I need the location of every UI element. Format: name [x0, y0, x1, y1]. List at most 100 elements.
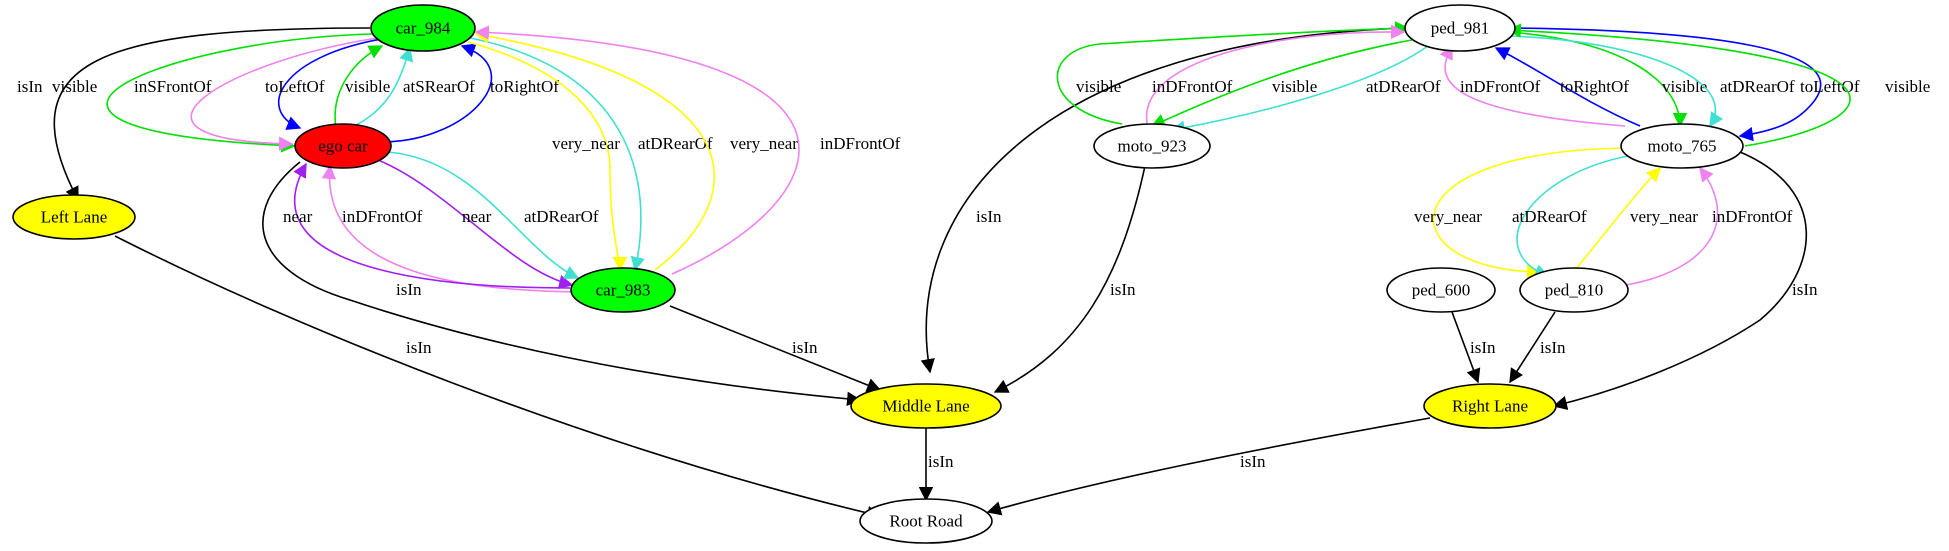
- node-ellipse: [1620, 123, 1744, 169]
- edge-toLeftOf-31: toLeftOf: [1505, 27, 1860, 142]
- node-label: Left Lane: [41, 208, 108, 227]
- edge-near-14: near: [283, 162, 571, 289]
- edge-inDFrontOf-23: inDFrontOf: [1145, 24, 1406, 129]
- edge-line: [387, 151, 580, 279]
- edge-very-near-8: very_near: [467, 41, 628, 272]
- edge-label: inDFrontOf: [342, 207, 423, 226]
- node-ellipse: [1386, 267, 1496, 313]
- edge-label: visible: [1885, 77, 1930, 96]
- edge-label: inDFrontOf: [1152, 77, 1233, 96]
- edge-label: visible: [345, 77, 390, 96]
- edge-label: isIn: [1470, 338, 1496, 357]
- edge-near-12: near: [377, 159, 574, 289]
- edge-inSFrontOf-3: inSFrontOf: [134, 37, 379, 151]
- node-moto-923: moto_923: [1093, 123, 1211, 169]
- node-ellipse: [294, 123, 392, 169]
- edge-isIn-16: isIn: [262, 161, 862, 406]
- node-label: ego car: [318, 137, 368, 156]
- node-ped-810: ped_810: [1519, 267, 1629, 313]
- edge-inDFrontOf-27: inDFrontOf: [1439, 44, 1626, 127]
- edge-label: atSRearOf: [403, 77, 475, 96]
- edge-line: [190, 37, 379, 151]
- edge-inDFrontOf-36: inDFrontOf: [1625, 166, 1793, 286]
- node-middle-lane: Middle Lane: [850, 383, 1002, 429]
- edge-line: [1625, 166, 1719, 286]
- edge-line: [986, 417, 1431, 516]
- edge-line: [1451, 311, 1481, 384]
- edge-line: [293, 162, 571, 289]
- edge-toRightOf-28: toRightOf: [1494, 47, 1641, 127]
- edge-label: isIn: [396, 280, 422, 299]
- node-label: car_983: [596, 281, 651, 300]
- edge-line: [1432, 147, 1631, 280]
- node-label: moto_923: [1118, 137, 1187, 156]
- edge-label: isIn: [1240, 452, 1266, 471]
- edge-atDRearOf-15: atDRearOf: [387, 151, 599, 279]
- edge-line: [1574, 166, 1661, 271]
- edge-label: isIn: [928, 452, 954, 471]
- edge-atDRearOf-34: atDRearOf: [1512, 153, 1641, 279]
- edge-label: inDFrontOf: [1712, 207, 1793, 226]
- edge-isIn-39: isIn: [1509, 311, 1566, 384]
- edge-very-near-33: very_near: [1414, 147, 1631, 280]
- edge-visible-22: visible: [1056, 21, 1410, 125]
- node-ellipse: [859, 498, 993, 544]
- edge-label: visible: [52, 77, 97, 96]
- edge-label: inDFrontOf: [1460, 77, 1541, 96]
- node-ped-981: ped_981: [1404, 4, 1516, 52]
- edge-line: [1170, 45, 1429, 135]
- edges-layer: isIn visible inSFrontOf toLeftOf visible…: [17, 21, 1930, 521]
- node-label: Right Lane: [1452, 397, 1528, 416]
- edge-label: atDRearOf: [1366, 77, 1441, 96]
- edge-visible-2: visible: [52, 33, 373, 153]
- node-label: ped_981: [1431, 19, 1490, 38]
- node-ellipse: [12, 194, 136, 240]
- edge-line: [384, 43, 493, 143]
- edge-line: [1506, 23, 1851, 147]
- edge-inDFrontOf-11: inDFrontOf: [474, 25, 901, 275]
- edge-atDRearOf-30: atDRearOf: [1507, 35, 1795, 128]
- edge-line: [669, 305, 882, 392]
- edge-isIn-17: isIn: [669, 305, 882, 392]
- edge-label: very_near: [730, 134, 798, 153]
- nodes-layer: car_984 ego car car_983 Left Lane Middle…: [12, 4, 1744, 544]
- node-root-road: Root Road: [859, 498, 993, 544]
- edge-isIn-37: isIn: [1552, 151, 1818, 410]
- node-label: ped_600: [1412, 281, 1471, 300]
- edge-line: [1552, 151, 1808, 410]
- edge-label: atDRearOf: [1512, 207, 1587, 226]
- edge-line: [1439, 44, 1626, 127]
- node-ellipse: [850, 383, 1002, 429]
- node-ellipse: [1423, 383, 1557, 429]
- edge-line: [334, 45, 384, 129]
- edge-line: [469, 37, 645, 272]
- edge-isIn-38: isIn: [1451, 311, 1496, 384]
- edge-isIn-26: isIn: [993, 165, 1146, 393]
- edge-label: toLeftOf: [265, 77, 325, 96]
- edge-line: [993, 165, 1146, 393]
- edge-label: isIn: [1540, 338, 1566, 357]
- node-ellipse: [1519, 267, 1629, 313]
- edge-isIn-21: isIn: [920, 27, 1407, 374]
- edge-label: isIn: [17, 77, 43, 96]
- edge-label: isIn: [406, 338, 432, 357]
- edge-very-near-35: very_near: [1574, 166, 1698, 271]
- edge-line: [114, 235, 882, 521]
- edge-visible-24: visible: [1150, 39, 1413, 128]
- edge-label: toLeftOf: [1800, 77, 1860, 96]
- edge-label: very_near: [552, 134, 620, 153]
- edge-very-near-10: very_near: [474, 29, 798, 271]
- edge-toRightOf-7: toRightOf: [384, 43, 559, 143]
- edge-label: very_near: [1630, 207, 1698, 226]
- edge-line: [377, 159, 574, 289]
- edge-line: [1509, 311, 1556, 384]
- edge-label: inSFrontOf: [134, 77, 212, 96]
- edge-line: [1145, 24, 1406, 129]
- edge-isIn-20: isIn: [986, 417, 1431, 516]
- edge-line: [106, 33, 373, 153]
- edge-label: isIn: [976, 207, 1002, 226]
- edge-label: isIn: [792, 338, 818, 357]
- edge-inDFrontOf-13: inDFrontOf: [321, 164, 576, 293]
- node-ellipse: [1404, 4, 1516, 52]
